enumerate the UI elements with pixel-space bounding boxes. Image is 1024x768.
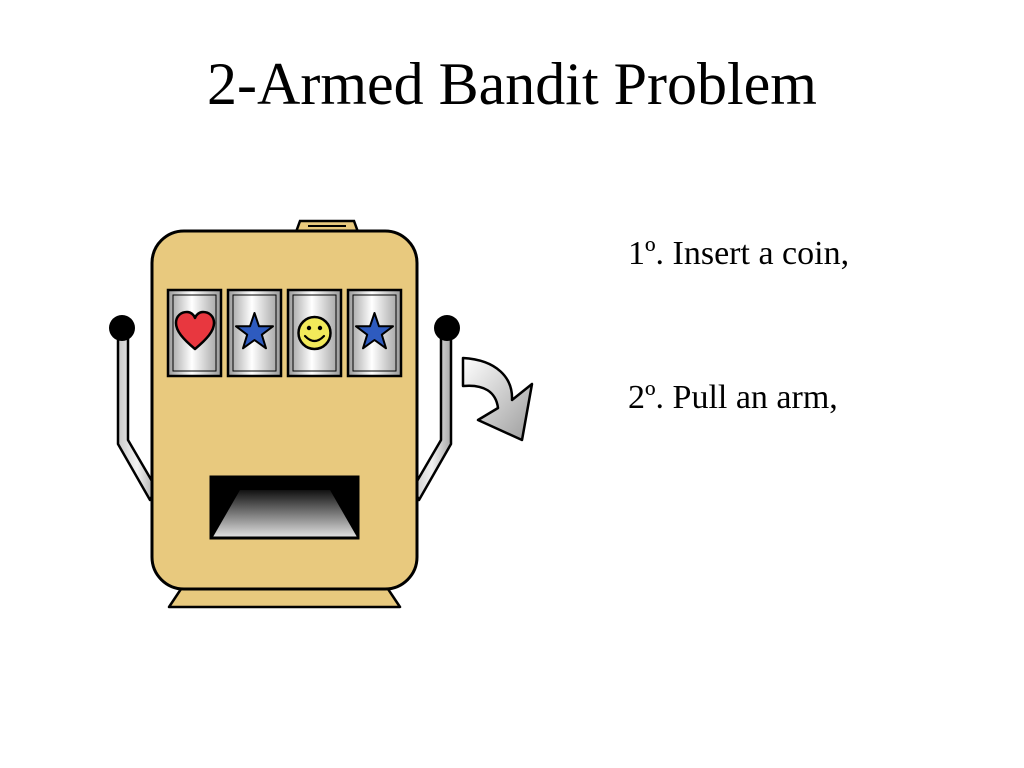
left-lever-knob (109, 315, 135, 341)
left-arm-lever (109, 315, 158, 502)
star-icon (355, 312, 394, 350)
star-icon (235, 312, 274, 350)
right-arm-lever (411, 315, 460, 502)
heart-icon (174, 310, 216, 351)
pull-arrow-icon (461, 356, 534, 442)
payout-tray (209, 475, 360, 540)
step-insert-coin: 1º. Insert a coin, (628, 235, 850, 272)
right-lever-knob (434, 315, 460, 341)
step-pull-arm: 2º. Pull an arm, (628, 379, 838, 416)
slide-title: 2-Armed Bandit Problem (207, 51, 817, 117)
smiley-icon (297, 315, 332, 351)
